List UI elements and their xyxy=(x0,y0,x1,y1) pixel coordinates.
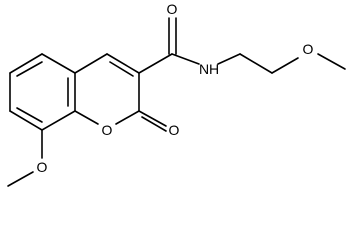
bond xyxy=(9,110,43,131)
bond xyxy=(115,110,140,125)
lactone-carbonyl-oxygen-label: O xyxy=(169,122,180,138)
amide-group xyxy=(138,17,200,74)
double-bond-inner xyxy=(16,61,43,77)
bond xyxy=(74,53,108,74)
pyranone-ring xyxy=(74,53,140,125)
bond xyxy=(41,110,76,131)
bond xyxy=(217,53,241,65)
amide-nitrogen-label: N xyxy=(199,61,209,77)
bond xyxy=(41,53,76,74)
amide-oxygen-label: O xyxy=(167,1,178,17)
bond xyxy=(138,110,167,127)
bond xyxy=(141,116,167,132)
ring-oxygen-label: O xyxy=(102,122,113,138)
double-bond-inner xyxy=(109,61,134,77)
bond xyxy=(106,53,140,74)
bond xyxy=(9,53,43,74)
methoxy-oxygen-label: O xyxy=(37,159,48,175)
bond xyxy=(171,53,200,65)
double-bond-inner xyxy=(16,107,43,123)
bond xyxy=(74,110,99,125)
bond xyxy=(7,171,34,187)
chain-ether-oxygen-label: O xyxy=(303,41,314,57)
methoxyethyl-chain xyxy=(217,53,346,74)
bond xyxy=(138,53,173,74)
amide-hydrogen-label: H xyxy=(209,61,219,77)
lactone-carbonyl xyxy=(138,110,167,132)
bond xyxy=(239,53,273,74)
aryl-methoxy xyxy=(7,129,43,187)
bond xyxy=(317,53,346,70)
bond xyxy=(271,57,299,74)
benzene-ring xyxy=(9,53,76,131)
chemical-structure-diagram: O N H O O O O xyxy=(7,1,346,187)
